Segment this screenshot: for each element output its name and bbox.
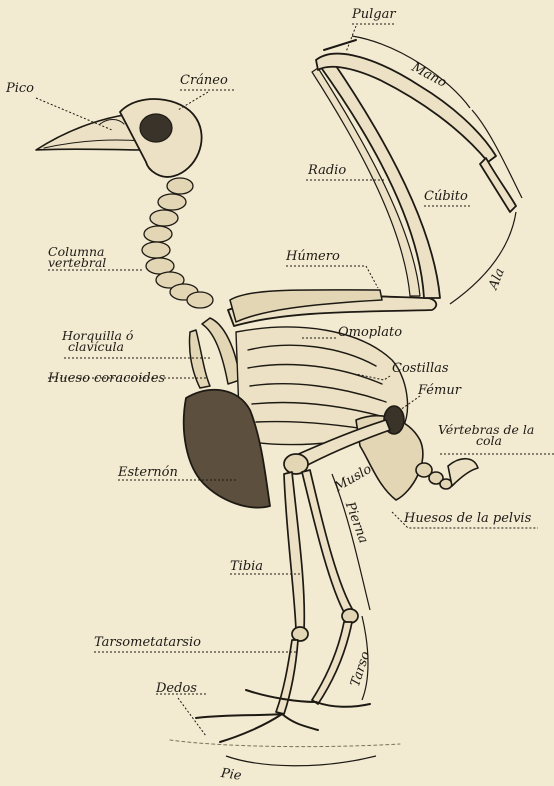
skull-and-beak (36, 99, 202, 177)
label-costillas: Costillas (392, 362, 449, 375)
label-esternon: Esternón (118, 466, 178, 479)
label-tibia: Tibia (230, 560, 263, 573)
label-radio: Radio (308, 164, 346, 177)
ground-shadow (170, 740, 400, 747)
label-pico: Pico (6, 82, 34, 95)
neck-vertebrae (142, 178, 213, 308)
label-pulgar: Pulgar (352, 8, 396, 21)
label-omoplato: Omoplato (338, 326, 402, 339)
label-pie: Pie (220, 766, 242, 784)
label-dedos: Dedos (156, 682, 197, 695)
label-huesos-pelvis: Huesos de la pelvis (404, 512, 531, 525)
label-hueso-coracoides: Hueso coracoides (48, 372, 165, 385)
label-humero: Húmero (286, 250, 340, 263)
label-columna-vertebral: Columna vertebral (48, 246, 106, 268)
label-tarsometatarsio: Tarsometatarsio (94, 636, 201, 649)
label-femur: Fémur (418, 384, 461, 397)
label-vertebras-cola: Vértebras de la cola (438, 424, 534, 446)
label-craneo: Cráneo (180, 74, 228, 87)
label-cubito: Cúbito (424, 190, 468, 203)
wing-bones (228, 40, 516, 326)
label-horquilla-line2: clavícula (62, 341, 133, 352)
pelvis-and-tail (356, 406, 478, 500)
label-horquilla: Horquilla ó clavícula (62, 330, 133, 352)
label-columna-line2: vertebral (48, 257, 106, 268)
